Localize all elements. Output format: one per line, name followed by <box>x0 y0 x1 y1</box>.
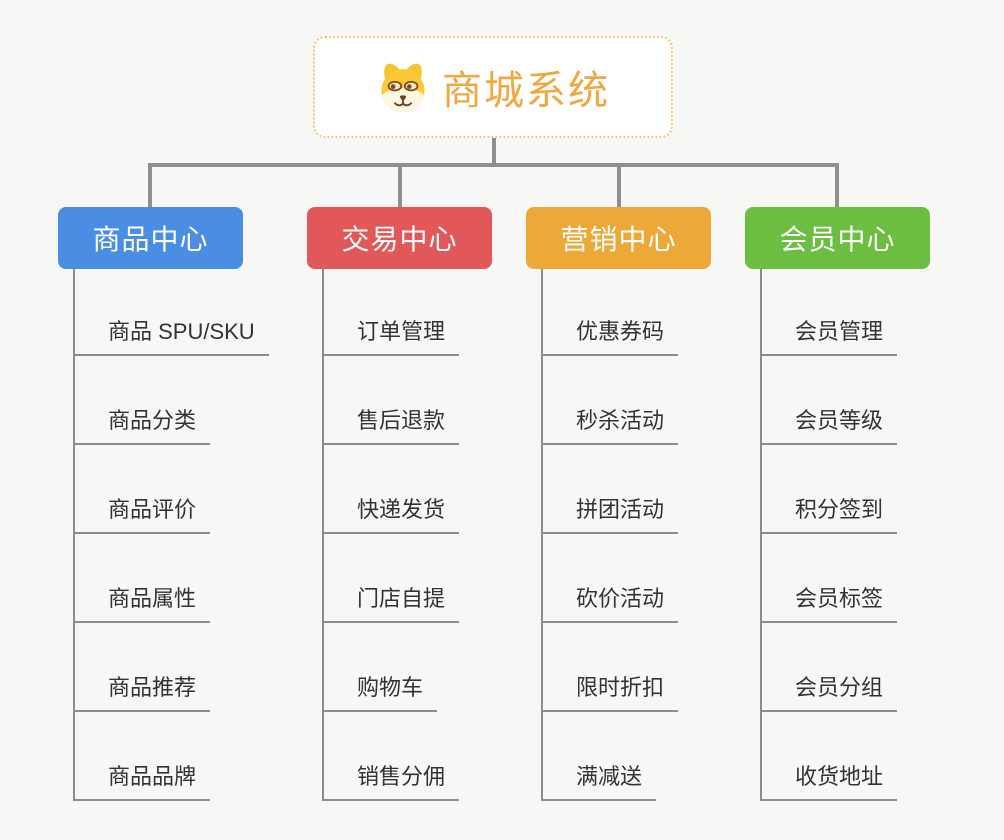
leaf-node[interactable]: 快递发货 <box>324 496 460 534</box>
branch-node-product[interactable]: 商品中心 <box>58 207 243 269</box>
leaf-node[interactable]: 商品评价 <box>75 496 211 534</box>
leaf-node[interactable]: 会员标签 <box>762 585 898 623</box>
leaf-node[interactable]: 积分签到 <box>762 496 898 534</box>
leaf-node[interactable]: 满减送 <box>543 763 657 801</box>
root-title: 商城系统 <box>442 69 610 113</box>
leaf-node[interactable]: 商品 SPU/SKU <box>75 318 269 356</box>
leaf-node[interactable]: 优惠券码 <box>543 318 679 356</box>
connector-root-stem <box>492 138 496 165</box>
branch-node-member[interactable]: 会员中心 <box>745 207 930 269</box>
leaf-node[interactable]: 商品品牌 <box>75 763 211 801</box>
leaf-list-marketing: 优惠券码 秒杀活动 拼团活动 砍价活动 限时折扣 满减送 <box>541 269 679 801</box>
leaf-node[interactable]: 门店自提 <box>324 585 460 623</box>
leaf-node[interactable]: 会员分组 <box>762 674 898 712</box>
connector-rail <box>148 163 839 167</box>
leaf-node[interactable]: 售后退款 <box>324 407 460 445</box>
connector-drop <box>835 165 839 207</box>
leaf-list-member: 会员管理 会员等级 积分签到 会员标签 会员分组 收货地址 <box>760 269 898 801</box>
leaf-list-product: 商品 SPU/SKU 商品分类 商品评价 商品属性 商品推荐 商品品牌 <box>73 269 269 801</box>
leaf-node[interactable]: 商品属性 <box>75 585 211 623</box>
leaf-list-trade: 订单管理 售后退款 快递发货 门店自提 购物车 销售分佣 <box>322 269 460 801</box>
branch-node-marketing[interactable]: 营销中心 <box>526 207 711 269</box>
leaf-node[interactable]: 购物车 <box>324 674 438 712</box>
leaf-node[interactable]: 收货地址 <box>762 763 898 801</box>
connector-drop <box>398 165 402 207</box>
root-node[interactable]: 商城系统 <box>313 36 673 138</box>
dog-icon <box>381 63 425 113</box>
leaf-node[interactable]: 会员等级 <box>762 407 898 445</box>
leaf-node[interactable]: 销售分佣 <box>324 763 460 801</box>
leaf-node[interactable]: 会员管理 <box>762 318 898 356</box>
leaf-node[interactable]: 商品分类 <box>75 407 211 445</box>
branch-node-trade[interactable]: 交易中心 <box>307 207 492 269</box>
connector-drop <box>617 165 621 207</box>
leaf-node[interactable]: 秒杀活动 <box>543 407 679 445</box>
connector-drop <box>148 165 152 207</box>
leaf-node[interactable]: 商品推荐 <box>75 674 211 712</box>
leaf-node[interactable]: 订单管理 <box>324 318 460 356</box>
leaf-node[interactable]: 砍价活动 <box>543 585 679 623</box>
leaf-node[interactable]: 拼团活动 <box>543 496 679 534</box>
leaf-node[interactable]: 限时折扣 <box>543 674 679 712</box>
